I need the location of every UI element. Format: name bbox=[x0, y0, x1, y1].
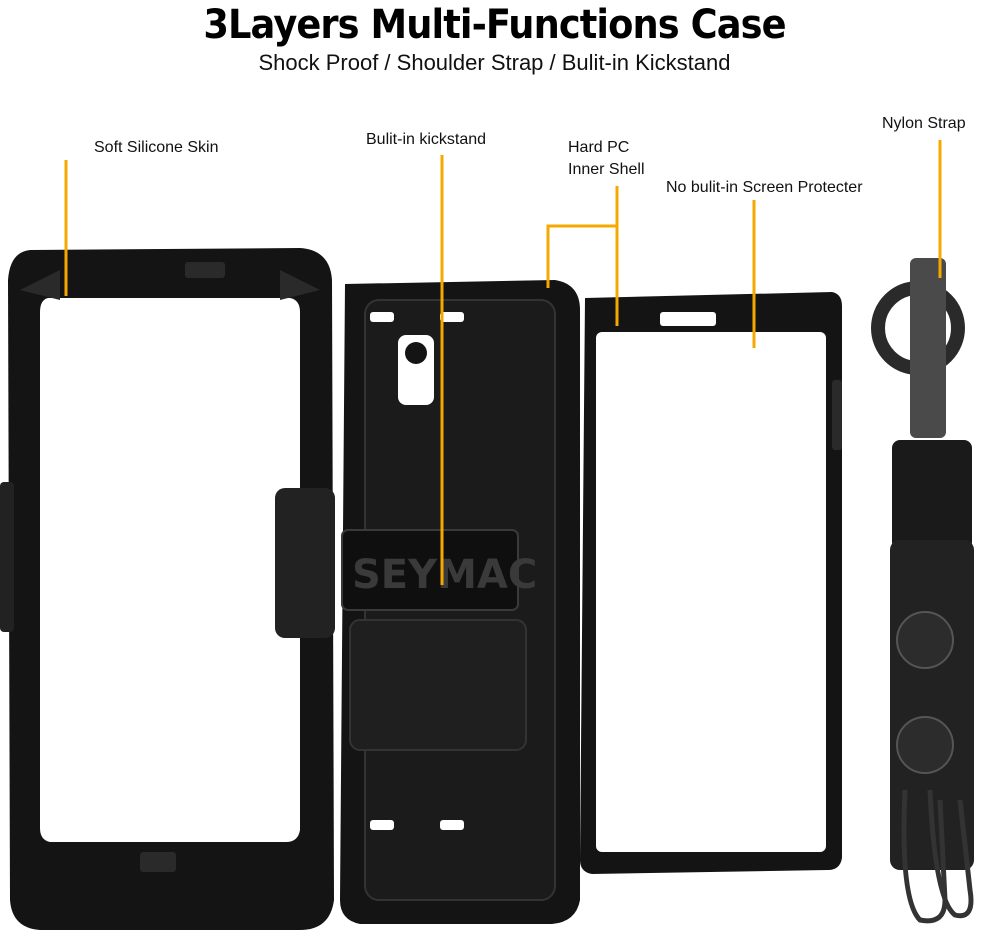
callout-lines bbox=[64, 140, 942, 585]
callout-hard-pc-line1: Hard PC bbox=[568, 139, 630, 156]
seymac-logo: SEYMAC bbox=[352, 552, 537, 598]
nylon-strap bbox=[871, 258, 974, 924]
callout-nylon-strap: Nylon Strap bbox=[882, 115, 966, 132]
front-frame bbox=[580, 292, 842, 874]
callout-soft-silicone-skin: Soft Silicone Skin bbox=[94, 139, 219, 156]
callout-kickstand: Bulit-in kickstand bbox=[366, 131, 487, 148]
kickstand: SEYMAC bbox=[341, 529, 537, 751]
product-subtitle: Shock Proof / Shoulder Strap / Bulit-in … bbox=[258, 50, 731, 75]
callout-line-shell bbox=[546, 186, 619, 288]
callout-inner-shell-line2: Inner Shell bbox=[568, 161, 645, 178]
product-title: 3Layers Multi-Functions Case bbox=[203, 2, 786, 48]
silicone-skin-frame bbox=[0, 248, 335, 930]
callout-screen-protector: No bulit-in Screen Protecter bbox=[666, 179, 863, 196]
